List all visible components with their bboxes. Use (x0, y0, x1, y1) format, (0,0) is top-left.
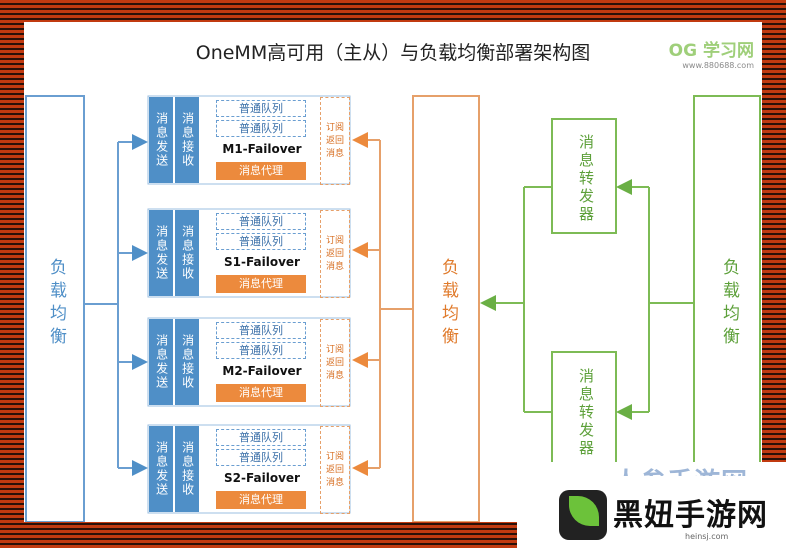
watermark-logo-text: OG 学习网 (668, 41, 754, 61)
subscribe-return: 订阅 返回 消息 (320, 97, 350, 185)
failover-name: S2-Failover (224, 471, 300, 485)
failover-name: M1-Failover (222, 142, 302, 156)
right-lb-label: 负载均衡 (719, 258, 739, 350)
watermark-url: www.880688.com (682, 61, 754, 70)
center-lb-label: 负载均衡 (438, 258, 458, 350)
send-cell: 消息发送 (149, 319, 173, 405)
recv-cell: 消息接收 (175, 210, 199, 296)
subscribe-return: 订阅 返回 消息 (320, 319, 350, 407)
recv-label: 消息接收 (180, 112, 195, 168)
queue-1: 普通队列 (216, 429, 306, 446)
queue-1: 普通队列 (216, 322, 306, 339)
left-lb-box (25, 95, 85, 522)
recv-label: 消息接收 (180, 225, 195, 281)
subscribe-return: 订阅 返回 消息 (320, 426, 350, 514)
watermark-brand: 黑妞手游网 (613, 498, 768, 533)
recv-label: 消息接收 (180, 441, 195, 497)
watermark-brand-faded: 人参手游网 (613, 462, 748, 476)
proxy-label: 消息代理 (216, 491, 306, 509)
watermark-logo: OG 学习网 www.880688.com (644, 36, 754, 72)
queue-2: 普通队列 (216, 342, 306, 359)
send-label: 消息发送 (154, 225, 169, 281)
proxy-label: 消息代理 (216, 384, 306, 402)
forwarder-box-1 (551, 118, 617, 234)
send-cell: 消息发送 (149, 426, 173, 512)
watermark-site-url: heinsj.com (685, 532, 729, 541)
queue-2: 普通队列 (216, 233, 306, 250)
recv-label: 消息接收 (180, 334, 195, 390)
queue-1: 普通队列 (216, 213, 306, 230)
failover-name: M2-Failover (222, 364, 302, 378)
proxy-label: 消息代理 (216, 275, 306, 293)
forwarder-label-2: 消息转发器 (577, 368, 595, 458)
forwarder-label-1: 消息转发器 (577, 134, 595, 224)
send-cell: 消息发送 (149, 210, 173, 296)
queue-1: 普通队列 (216, 100, 306, 117)
recv-cell: 消息接收 (175, 97, 199, 183)
queue-2: 普通队列 (216, 120, 306, 137)
recv-cell: 消息接收 (175, 319, 199, 405)
proxy-label: 消息代理 (216, 162, 306, 180)
recv-cell: 消息接收 (175, 426, 199, 512)
failover-name: S1-Failover (224, 255, 300, 269)
send-label: 消息发送 (154, 441, 169, 497)
site-watermark: 人参手游网 黑妞手游网 heinsj.com (517, 462, 786, 548)
send-cell: 消息发送 (149, 97, 173, 183)
send-label: 消息发送 (154, 334, 169, 390)
diagram-canvas: OneMM高可用（主从）与负载均衡部署架构图 OG 学习网 www.880688… (24, 22, 762, 522)
left-lb-label: 负载均衡 (46, 258, 66, 350)
right-lb-box (693, 95, 761, 522)
send-label: 消息发送 (154, 112, 169, 168)
connector-lines (25, 95, 761, 522)
subscribe-return: 订阅 返回 消息 (320, 210, 350, 298)
queue-2: 普通队列 (216, 449, 306, 466)
diagram-title: OneMM高可用（主从）与负载均衡部署架构图 (195, 42, 591, 64)
